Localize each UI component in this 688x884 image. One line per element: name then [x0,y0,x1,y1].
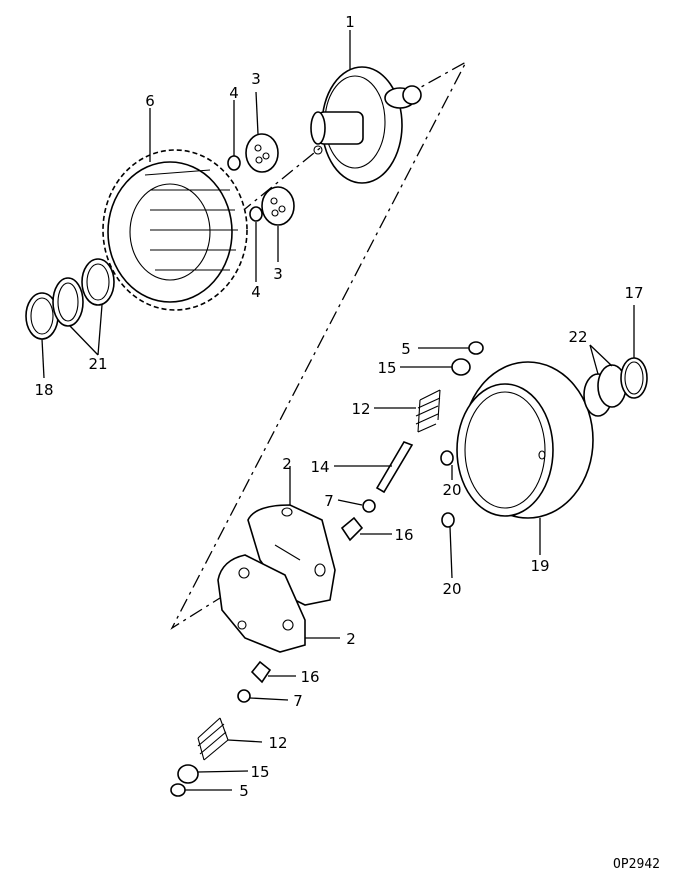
part-21-spacers [52,258,115,327]
callout-15-upper: 15 [377,359,396,377]
part-5-nut-lower [170,783,186,797]
part-17-snap-ring [620,357,648,399]
callout-4-upper: 4 [229,84,239,102]
callout-20-lower: 20 [442,580,461,598]
part-2-weight-lower [217,554,306,653]
part-15-cap-upper [451,358,471,376]
callout-19: 19 [530,557,549,575]
callout-3-upper: 3 [251,70,261,88]
part-7-washer-lower [237,689,251,703]
callout-17: 17 [624,284,643,302]
part-12-spring-upper [415,389,441,433]
callout-21: 21 [88,355,107,373]
part-2-weight-upper [247,504,336,606]
callout-3-lower: 3 [273,265,283,283]
part-3-disc-lower [261,186,295,226]
part-4-pin-upper [227,155,241,171]
callout-labels: 1 6 3 4 3 4 18 21 5 15 12 14 7 16 20 20 … [34,13,643,800]
part-1-shaft-flange [310,66,422,184]
callout-7-lower: 7 [293,692,303,710]
callout-4-lower: 4 [251,283,261,301]
callout-12-lower: 12 [268,734,287,752]
callout-5-upper: 5 [401,340,411,358]
part-6-gear [102,149,248,311]
part-20-plug-upper [440,450,454,466]
part-16-valve-lower [250,660,272,684]
part-12-spring-lower [197,717,229,761]
callout-18: 18 [34,381,53,399]
part-3-disc-upper [245,133,279,173]
callout-15-lower: 15 [250,763,269,781]
leader-lines [41,30,635,791]
part-15-cap-lower [177,764,199,784]
part-7-washer-upper [362,499,376,513]
figure-code: OP2942 [613,857,660,872]
part-5-nut-upper [468,341,484,355]
assembly-centerline [170,60,468,630]
callout-2-lower: 2 [346,630,356,648]
callout-12-upper: 12 [351,400,370,418]
callout-5-lower: 5 [239,782,249,800]
part-16-valve-upper [340,516,364,542]
part-20-plug-lower [441,512,455,528]
callout-2-upper: 2 [282,455,292,473]
callout-20-upper: 20 [442,481,461,499]
part-22-spacers [583,364,627,417]
callout-16-lower: 16 [300,668,319,686]
callout-7-upper: 7 [324,492,334,510]
part-14-rod [375,441,414,494]
callout-14: 14 [310,458,329,476]
callout-22: 22 [568,328,587,346]
callout-16-upper: 16 [394,526,413,544]
part-19-housing-ring [456,361,594,519]
part-4-pin-lower [249,206,263,222]
callout-1: 1 [345,13,355,31]
callout-6: 6 [145,92,155,110]
